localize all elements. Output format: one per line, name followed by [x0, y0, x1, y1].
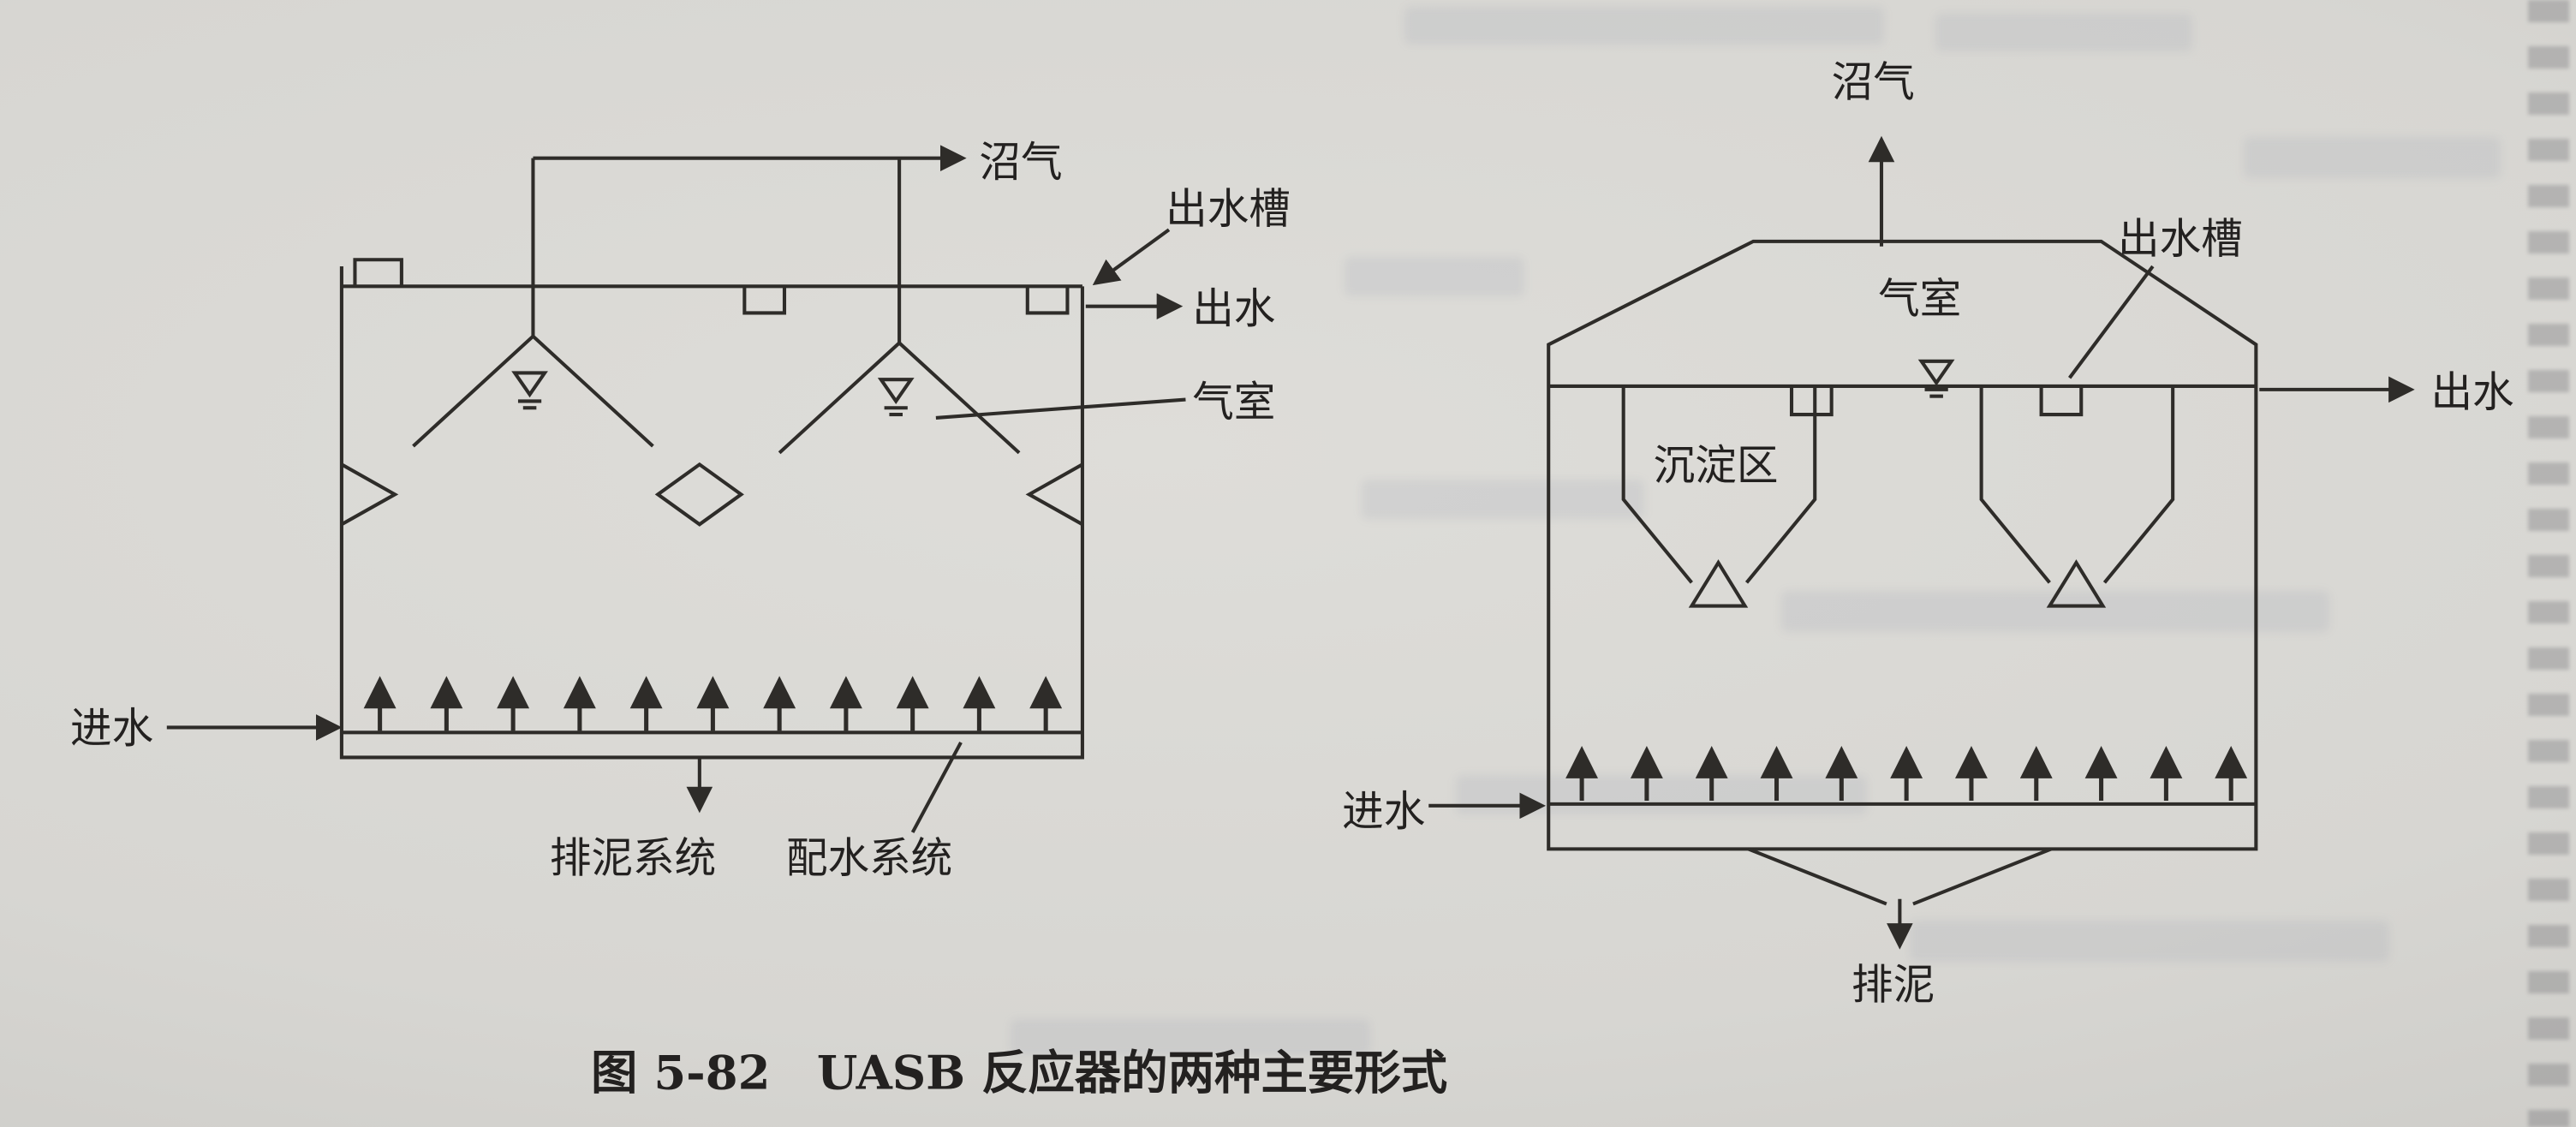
gas-chamber-pointer [935, 397, 1186, 420]
effluent-trough-pointer [2068, 265, 2155, 379]
effluent-weir-notch [1025, 286, 1070, 315]
label-effluent-trough: 出水槽 [1166, 185, 1291, 233]
settling-hopper [2102, 385, 2175, 584]
label-gas-chamber: 气室 [1878, 275, 1961, 323]
bleedthrough-artifact [1011, 1019, 1370, 1055]
label-influent: 进水 [70, 705, 153, 753]
label-influent: 进水 [1342, 788, 1425, 836]
label-effluent: 出水 [2430, 368, 2513, 416]
gas-hood [412, 333, 654, 448]
effluent-weir-notch [742, 286, 787, 315]
deflector-baffle-center [654, 462, 744, 527]
bleedthrough-artifact [1935, 14, 2192, 51]
diffuser-cone [2046, 559, 2107, 608]
label-distribution-system: 配水系统 [786, 835, 952, 883]
effluent-weir-notch [2039, 385, 2084, 417]
label-effluent: 出水 [1192, 285, 1275, 333]
effluent-weir-box [353, 258, 403, 287]
settling-hopper [1979, 385, 2051, 584]
settling-hopper [1744, 385, 1817, 584]
water-level-icon [515, 373, 545, 408]
label-sludge-discharge: 排泥 [1852, 961, 1935, 1009]
effluent-trough-pointer [1092, 228, 1171, 286]
bleedthrough-artifact [1404, 7, 1884, 45]
sludge-funnel [1747, 847, 1887, 906]
deflector-baffle-right [1025, 462, 1083, 527]
tank-outline [339, 266, 1084, 760]
settling-hopper [1621, 385, 1693, 584]
bleedthrough-artifact [2244, 137, 2501, 178]
left-uasb-diagram: 沼气 出水槽 出水 气室 进水 排泥系统 配水系统 [70, 139, 1291, 883]
right-uasb-diagram: 沼气 气室 出水槽 出水 沉淀区 进水 排泥 [1342, 59, 2513, 1010]
bleedthrough-artifact [1362, 480, 1644, 519]
label-biogas: 沼气 [979, 139, 1062, 187]
label-gas-chamber: 气室 [1192, 379, 1275, 426]
bleedthrough-artifact [1345, 257, 1524, 296]
figure-caption: 图 5-82 UASB 反应器的两种主要形式 [591, 1045, 1447, 1100]
sludge-funnel [1912, 847, 2053, 906]
label-effluent-trough: 出水槽 [2118, 215, 2243, 263]
distribution-pointer [910, 742, 963, 833]
upflow-arrows [1565, 745, 2248, 802]
label-settling-zone: 沉淀区 [1654, 442, 1779, 490]
bleedthrough-artifact [1910, 921, 2389, 962]
upflow-arrows [363, 676, 1063, 731]
tank-outline [1547, 239, 2258, 851]
diffuser-cone [1688, 559, 1749, 608]
water-level-icon [881, 379, 911, 414]
label-biogas: 沼气 [1832, 59, 1915, 107]
label-sludge-system: 排泥系统 [550, 835, 716, 883]
page-edge-artifact [2528, 0, 2569, 1127]
effluent-weir-notch [1789, 385, 1834, 417]
deflector-baffle-left [340, 462, 399, 527]
water-level-icon [1922, 361, 1952, 397]
